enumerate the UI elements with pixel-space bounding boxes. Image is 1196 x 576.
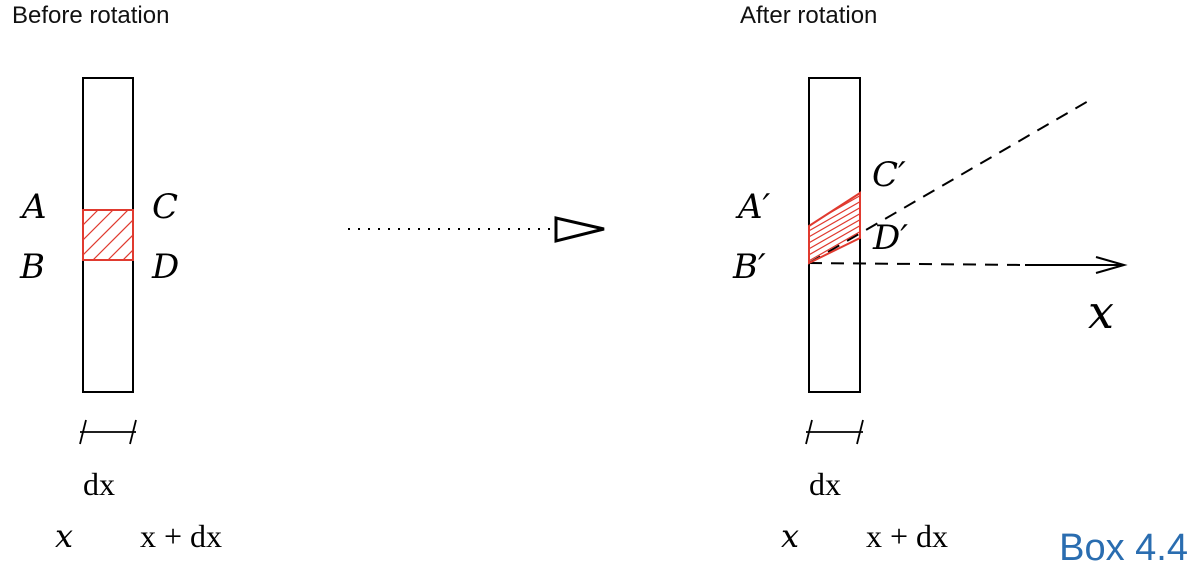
label-a-prime: A′	[735, 187, 771, 227]
after-width-label: dx	[809, 466, 841, 502]
box-label: Box 4.4	[1059, 527, 1188, 569]
label-c: C	[152, 187, 178, 227]
label-d-prime: D′	[872, 218, 908, 258]
before-left-edge-label: x	[55, 517, 73, 555]
transition-arrow	[348, 216, 605, 243]
before-panel: A B C D dx x x+dx	[19, 77, 222, 555]
after-width-marker	[805, 419, 864, 445]
before-right-edge-label: x+dx	[140, 518, 222, 554]
x-axis-arrow-icon	[1025, 256, 1128, 274]
after-panel: A′ B′ C′ D′ x dx x x+dx	[732, 77, 1128, 555]
after-heading: After rotation	[740, 2, 878, 29]
x-axis-label: x	[1088, 285, 1114, 339]
label-c-prime: C′	[872, 155, 906, 195]
label-b: B	[19, 247, 45, 287]
after-bar	[808, 77, 861, 393]
rotated-axis-line	[808, 99, 1091, 264]
before-width-label: dx	[83, 466, 115, 502]
before-element	[82, 209, 134, 261]
label-a: A	[19, 187, 47, 227]
after-right-edge-label: x+dx	[866, 518, 948, 554]
label-d: D	[151, 247, 179, 287]
before-bar	[82, 77, 134, 393]
before-width-marker	[79, 419, 137, 445]
before-heading: Before rotation	[12, 2, 170, 29]
arrow-head-icon	[554, 216, 605, 243]
label-b-prime: B′	[732, 247, 766, 287]
after-left-edge-label: x	[781, 517, 799, 555]
x-axis-dashed	[808, 262, 1026, 266]
